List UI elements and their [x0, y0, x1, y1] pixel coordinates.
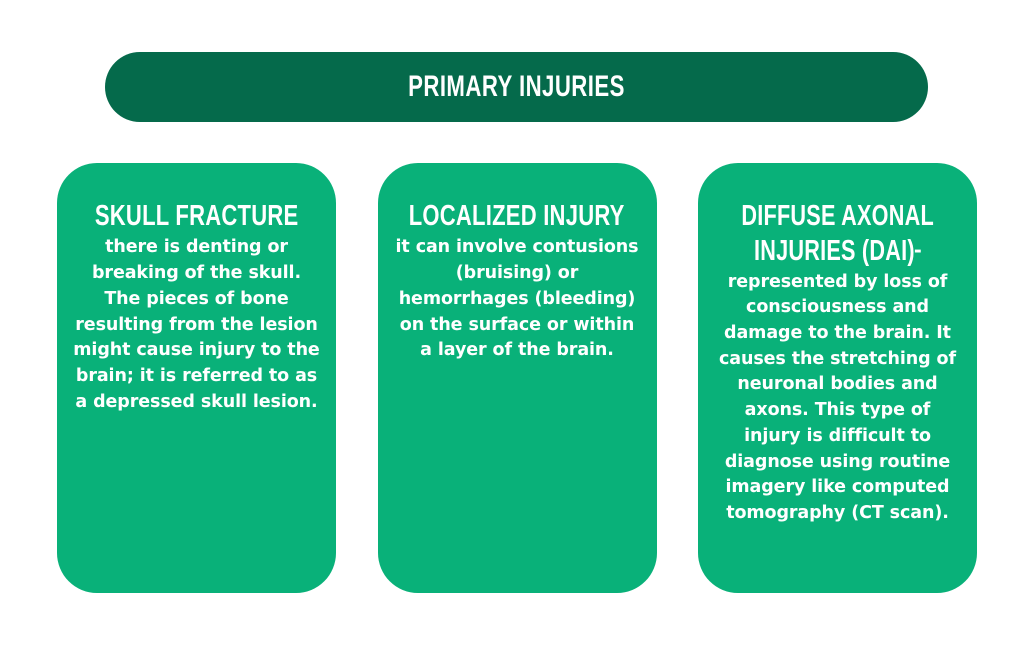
card-title: LOCALIZED INJURY [391, 199, 643, 234]
card-body-text: represented by loss of consciousness and… [718, 271, 956, 523]
page-title: PRIMARY INJURIES [408, 70, 625, 103]
card-body-text: there is denting or breaking of the skul… [73, 237, 320, 412]
card-title-dash: - [913, 237, 923, 262]
card-title: SKULL FRACTURE [71, 199, 323, 234]
card-diffuse-axonal-injuries: DIFFUSE AXONAL INJURIES (DAI)- represent… [698, 163, 977, 593]
card-title-text: DIFFUSE AXONAL INJURIES (DAI) [741, 200, 934, 267]
card-title: DIFFUSE AXONAL INJURIES (DAI)- [712, 199, 964, 269]
card-localized-injury: LOCALIZED INJURY it can involve contusio… [377, 163, 657, 593]
header-banner: PRIMARY INJURIES [105, 52, 928, 122]
card-title-text: SKULL FRACTURE [94, 200, 299, 232]
injury-cards-row: SKULL FRACTURE there is denting or break… [57, 163, 977, 593]
card-body-text: it can involve contusions (bruising) or … [395, 237, 639, 361]
card-skull-fracture: SKULL FRACTURE there is denting or break… [57, 163, 336, 593]
card-title-text: LOCALIZED INJURY [409, 200, 625, 232]
